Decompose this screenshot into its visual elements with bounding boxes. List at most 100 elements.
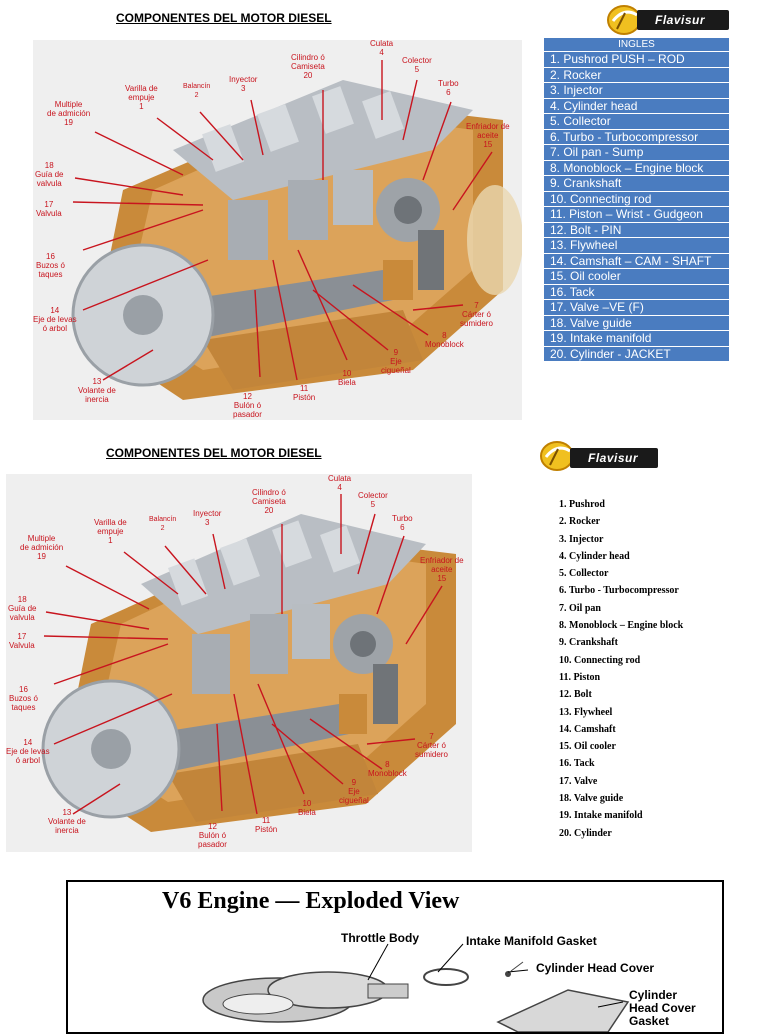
top-section-title: COMPONENTES DEL MOTOR DIESEL	[116, 11, 332, 25]
table-row: 5. Collector	[543, 113, 730, 130]
table-row: 15. Oil cooler	[543, 268, 730, 285]
v6-title: V6 Engine — Exploded View	[162, 888, 460, 914]
list-item: 4. Cylinder head	[559, 550, 630, 562]
table-row: 11. Piston – Wrist - Gudgeon	[543, 206, 730, 223]
table-row: 12. Bolt - PIN	[543, 221, 730, 238]
table-row: 18. Valve guide	[543, 314, 730, 331]
v6-engine-illustration	[202, 943, 630, 1032]
list-item: 13. Flywheel	[559, 706, 613, 718]
table-row: 6. Turbo - Turbocompressor	[543, 128, 730, 145]
ingles-table-header: INGLES	[543, 37, 730, 52]
list-item: 11. Piston	[559, 671, 601, 683]
table-row: 13. Flywheel	[543, 237, 730, 254]
list-item: 7. Oil pan	[559, 602, 601, 614]
flavisur-emblem-icon	[540, 441, 574, 471]
table-row: 1. Pushrod PUSH – ROD	[543, 51, 730, 68]
list-item: 14. Camshaft	[559, 723, 616, 735]
table-row: 8. Monoblock – Engine block	[543, 159, 730, 176]
list-item: 16. Tack	[559, 758, 595, 770]
list-item: 9. Crankshaft	[559, 637, 618, 649]
list-item: 8. Monoblock – Engine block	[559, 620, 684, 632]
table-row: 9. Crankshaft	[543, 175, 730, 192]
bottom-section-title: COMPONENTES DEL MOTOR DIESEL	[106, 446, 322, 460]
engine-cutaway-illustration	[71, 60, 522, 400]
table-row: 20. Cylinder - JACKET	[543, 345, 730, 362]
list-item: 10. Connecting rod	[559, 654, 641, 666]
table-row: 17. Valve –VE (F)	[543, 299, 730, 316]
list-item: 5. Collector	[559, 568, 609, 580]
list-item: 17. Valve	[559, 775, 598, 787]
list-item: 3. Injector	[559, 533, 604, 545]
top-flavisur-logo: Flavisur	[605, 3, 730, 35]
table-row: 4. Cylinder head	[543, 97, 730, 114]
table-row: 16. Tack	[543, 283, 730, 300]
table-row: 19. Intake manifold	[543, 330, 730, 347]
list-item: 20. Cylinder	[559, 827, 612, 839]
list-item: 2. Rocker	[559, 516, 601, 528]
label-throttle-body: Throttle Body	[341, 931, 419, 945]
list-item: 19. Intake manifold	[559, 810, 643, 822]
label-cylinder-head-cover-gasket: Cylinder Head Cover Gasket	[629, 988, 696, 1028]
ingles-table: INGLES 1. Pushrod PUSH – ROD 2. Rocker 3…	[543, 37, 730, 362]
list-item: 1. Pushrod	[559, 499, 605, 510]
engine-cutaway-illustration	[41, 494, 456, 832]
list-item: 15. Oil cooler	[559, 741, 616, 753]
list-item: 12. Bolt	[559, 689, 592, 701]
top-logo-text: Flavisur	[655, 13, 706, 27]
bottom-logo-text: Flavisur	[588, 451, 639, 465]
table-row: 10. Connecting rod	[543, 190, 730, 207]
label-cylinder-head-cover: Cylinder Head Cover	[536, 961, 655, 975]
bottom-flavisur-logo: Flavisur	[538, 438, 663, 472]
table-row: 3. Injector	[543, 82, 730, 99]
english-parts-list: 1. Pushrod 2. Rocker 3. Injector 4. Cyli…	[559, 496, 683, 842]
list-item: 18. Valve guide	[559, 793, 624, 805]
table-row: 7. Oil pan - Sump	[543, 144, 730, 161]
table-row: 14. Camshaft – CAM - SHAFT	[543, 252, 730, 269]
list-item: 6. Turbo - Turbocompressor	[559, 585, 679, 597]
v6-exploded-view-figure: V6 Engine — Exploded View Throttle Body …	[66, 880, 724, 1034]
label-intake-manifold-gasket: Intake Manifold Gasket	[466, 934, 597, 948]
table-row: 2. Rocker	[543, 66, 730, 83]
